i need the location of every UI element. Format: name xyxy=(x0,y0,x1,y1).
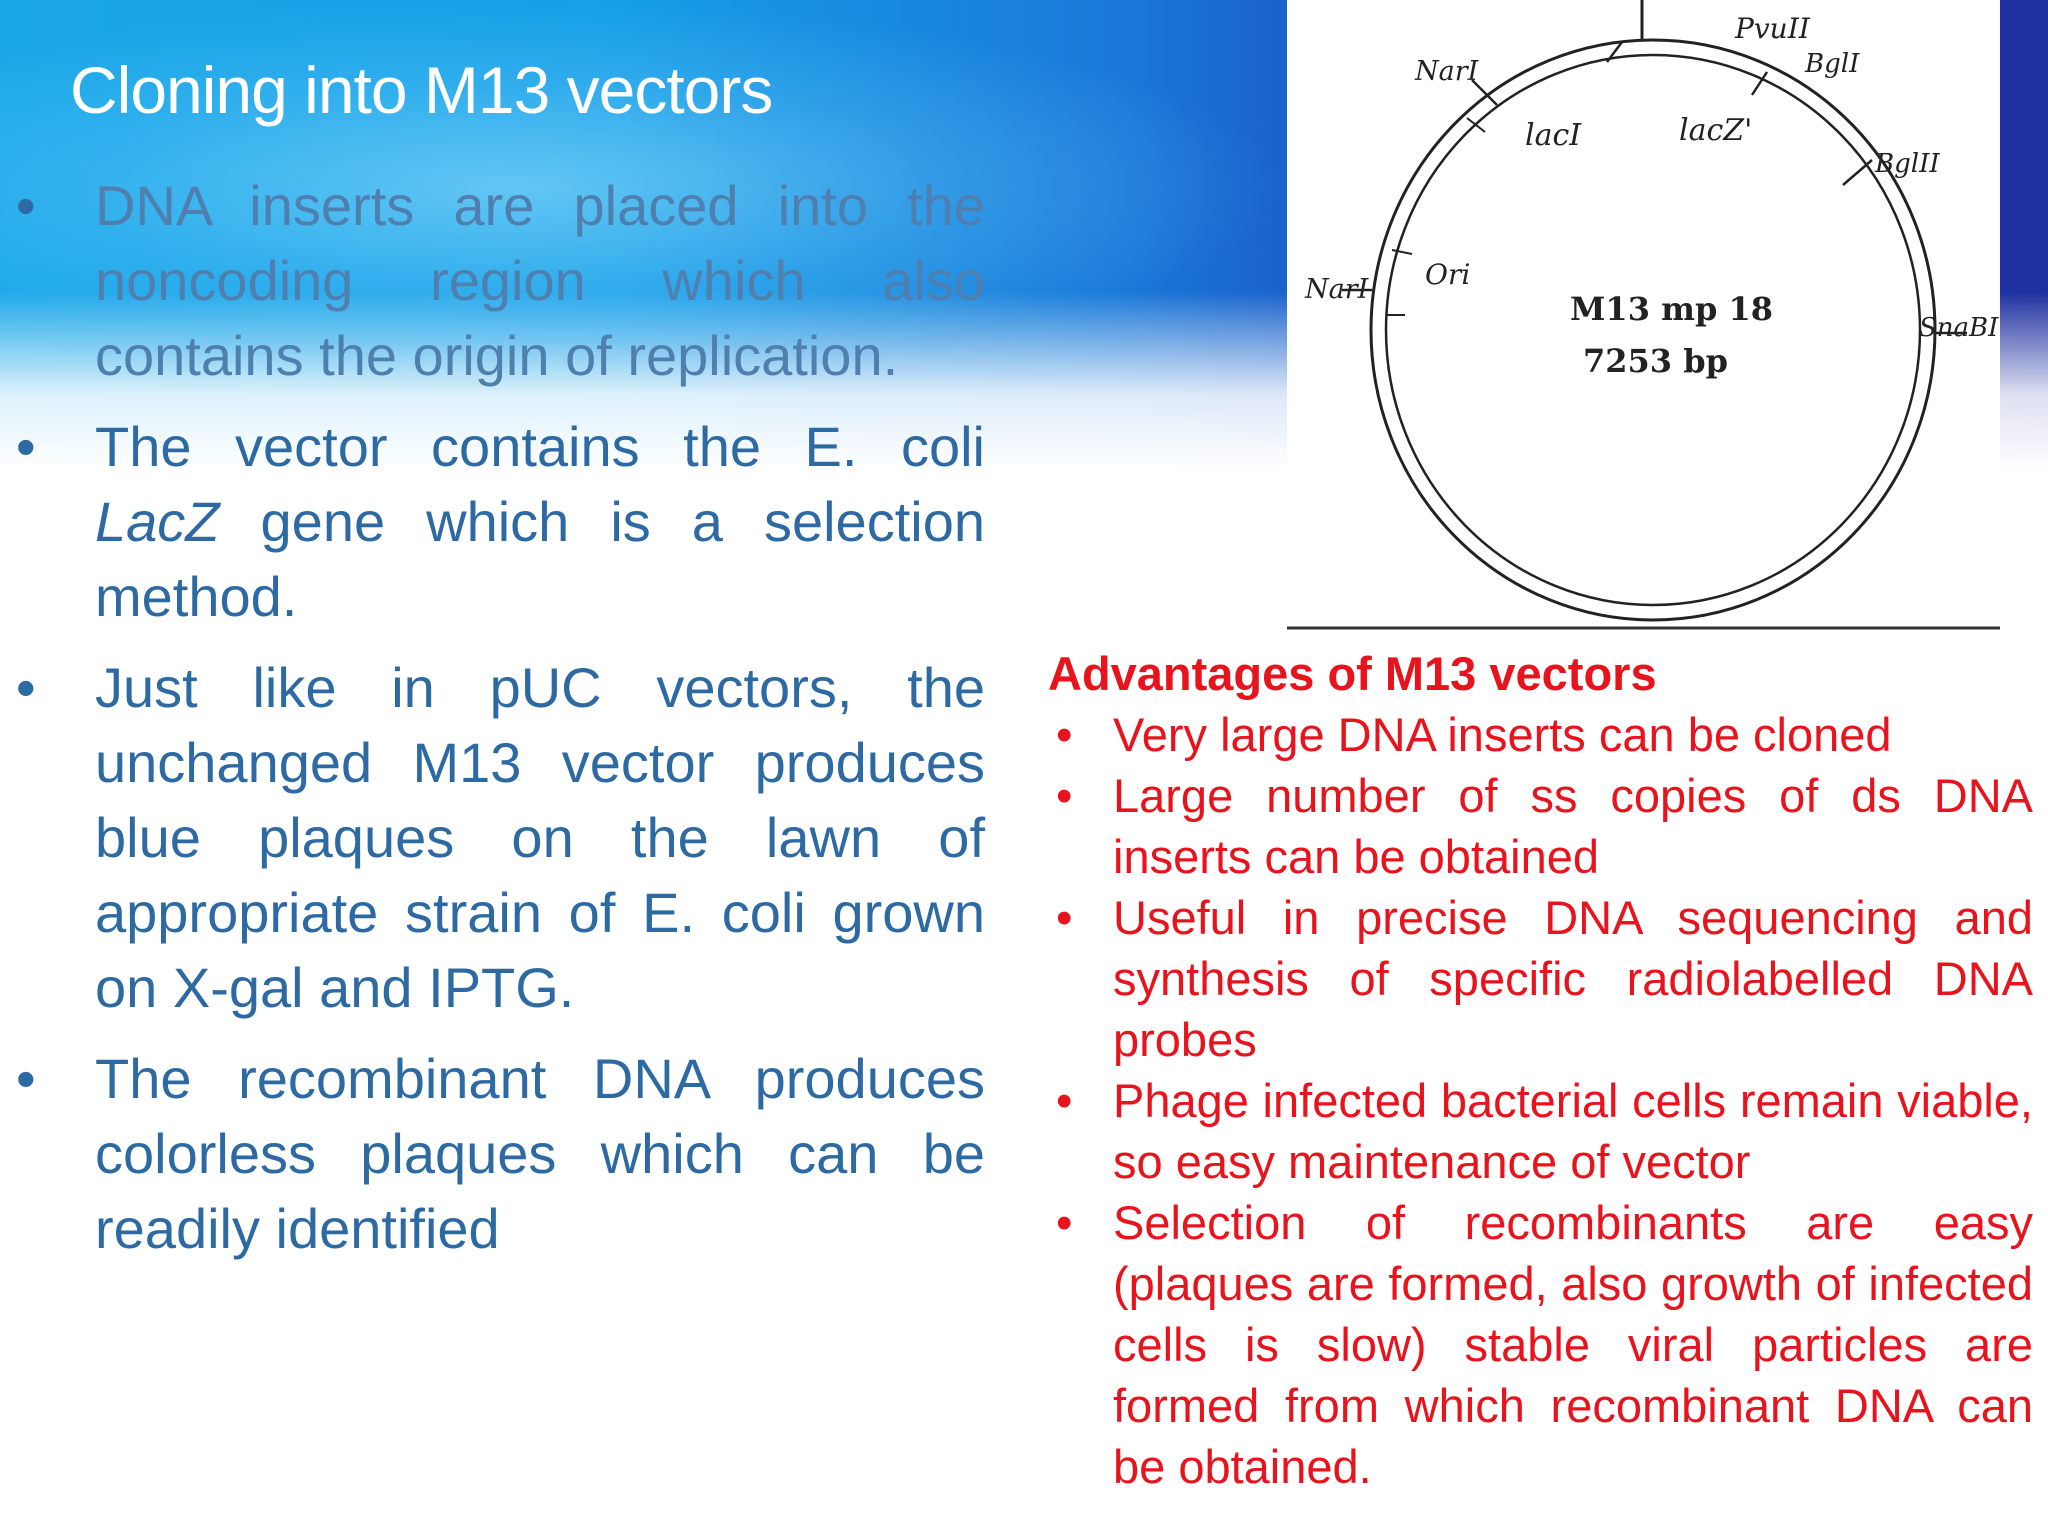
bglii-tick-b xyxy=(1842,159,1873,186)
bullet-text-post: gene which is a selection method. xyxy=(95,490,985,628)
label-laci: lacI xyxy=(1525,118,1582,153)
slide-title: Cloning into M13 vectors xyxy=(70,53,773,127)
label-snabi: SnaBI xyxy=(1919,313,1999,343)
bglii-tick-a xyxy=(1750,71,1769,96)
laci-boundary xyxy=(1466,117,1486,133)
bullet-item-noncoding: DNA inserts are placed into the noncodin… xyxy=(0,168,985,393)
pvuii-tick xyxy=(1606,41,1623,63)
advantage-item: Large number of ss copies of ds DNA inse… xyxy=(1048,765,2033,887)
advantages-list: Very large DNA inserts can be cloned Lar… xyxy=(1048,704,2033,1497)
plasmid-map-diagram: PvuII BglI BglII NarI lacI lacZ' NarI Or… xyxy=(1287,0,2000,630)
label-bglii-b: BglII xyxy=(1874,149,1940,179)
advantage-item: Selection of recombinants are easy (plaq… xyxy=(1048,1192,2033,1497)
bullet-text: The recombinant DNA produces colorless p… xyxy=(95,1047,985,1260)
label-pvuii: PvuII xyxy=(1734,12,1811,45)
nari-top-tick xyxy=(1471,79,1498,106)
bullet-item-lacz: The vector contains the E. coli LacZ gen… xyxy=(0,409,985,634)
bullet-text: Just like in pUC vectors, the unchanged … xyxy=(95,656,985,1019)
advantage-item: Very large DNA inserts can be cloned xyxy=(1048,704,2033,765)
bullet-item-blue-plaques: Just like in pUC vectors, the unchanged … xyxy=(0,650,985,1025)
advantage-item: Phage infected bacterial cells remain vi… xyxy=(1048,1070,2033,1192)
advantages-heading: Advantages of M13 vectors xyxy=(1048,647,1657,700)
bullet-text: DNA inserts are placed into the noncodin… xyxy=(95,174,985,387)
label-bglii-a: BglI xyxy=(1804,49,1860,79)
bullet-text-pre: The vector contains the E. coli xyxy=(95,415,985,478)
advantages-panel: Advantages of M13 vectors Very large DNA… xyxy=(1048,643,2033,1497)
label-nari-top: NarI xyxy=(1414,56,1480,87)
plasmid-ring-outer xyxy=(1369,38,1937,622)
main-bullet-list: DNA inserts are placed into the noncodin… xyxy=(0,168,985,1282)
ori-boundary-top xyxy=(1391,249,1413,255)
map-name: M13 mp 18 xyxy=(1570,290,1773,328)
label-nari-left: NarI xyxy=(1304,274,1370,305)
label-lacz: lacZ' xyxy=(1679,113,1752,148)
map-size: 7253 bp xyxy=(1583,342,1728,380)
m13-vector-map: PvuII BglI BglII NarI lacI lacZ' NarI Or… xyxy=(1287,0,2000,632)
bullet-item-colorless-plaques: The recombinant DNA produces colorless p… xyxy=(0,1041,985,1266)
label-ori: Ori xyxy=(1425,258,1470,291)
plasmid-ring-inner xyxy=(1384,53,1922,607)
advantage-item: Useful in precise DNA sequencing and syn… xyxy=(1048,887,2033,1070)
gene-name-lacz: LacZ xyxy=(95,490,220,553)
